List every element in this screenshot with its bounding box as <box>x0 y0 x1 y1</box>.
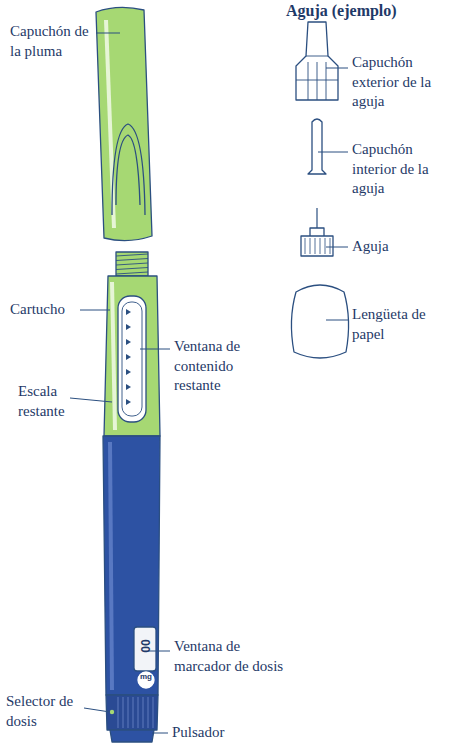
dose-digits: 00 <box>139 636 151 656</box>
dose-window <box>134 627 156 671</box>
pen-body <box>103 436 160 695</box>
part-label: Ventana de contenido restante <box>174 337 256 396</box>
remaining-window <box>118 296 146 422</box>
part-label: Ventana de marcador de dosis <box>174 637 298 676</box>
pen-cap <box>96 7 152 240</box>
section-title: Aguja (ejemplo) <box>286 2 397 20</box>
paper-tab <box>291 285 348 358</box>
part-label: Lengüeta de papel <box>352 305 426 344</box>
part-label: Escala restante <box>18 382 78 421</box>
part-label: Capuchón de la pluma <box>10 22 92 61</box>
part-label: Cartucho <box>10 300 80 320</box>
pen-thread <box>116 252 148 276</box>
part-label: Capuchón interior de la aguja <box>352 140 442 199</box>
leader-lines <box>70 33 348 733</box>
outer-needle-cap <box>296 22 338 100</box>
inner-needle-cap <box>308 119 326 174</box>
dose-selector <box>106 695 158 730</box>
needle-hub <box>301 236 333 256</box>
part-label: Selector de dosis <box>6 692 84 731</box>
part-label: Pulsador <box>172 723 262 743</box>
part-label: Aguja <box>352 237 442 257</box>
dose-unit: mg <box>137 673 155 681</box>
push-button <box>110 730 154 742</box>
part-label: Capuchón exterior de la aguja <box>352 53 442 112</box>
cartridge-holder <box>104 276 160 436</box>
